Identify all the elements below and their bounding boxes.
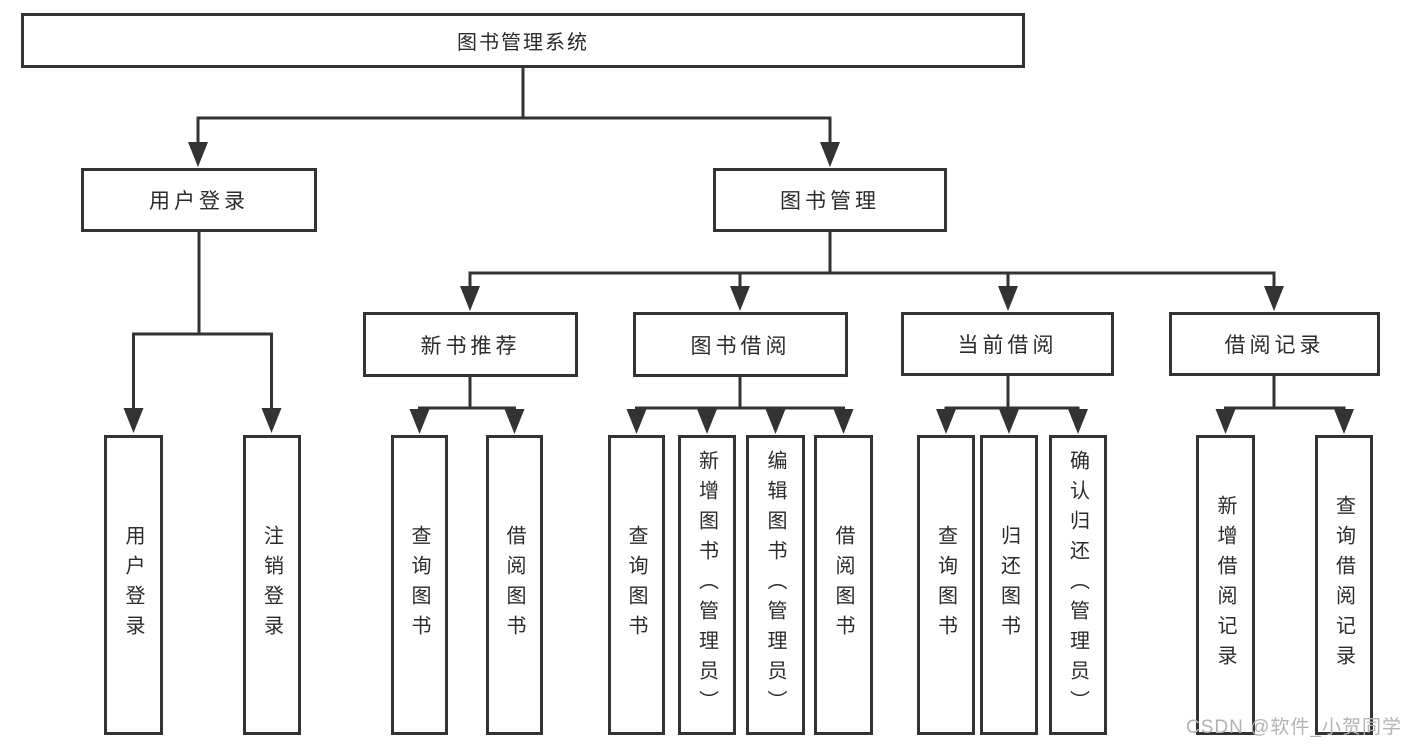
leaf-return-books: 归还图书 [980,435,1038,735]
node-current-borrowing: 当前借阅 [901,312,1114,376]
node-label: 图书管理系统 [457,32,589,54]
leaf-logout: 注销登录 [243,435,301,735]
leaf-confirm-return-admin: 确认归还（管理员） [1049,435,1107,735]
node-user-login: 用户登录 [81,168,317,232]
node-label: 用户登录 [149,190,249,213]
leaf-query-books-recommend: 查询图书 [391,435,448,735]
node-label: 借阅记录 [1224,334,1325,357]
node-label: 新增借阅记录 [1214,495,1236,675]
node-borrowing-records: 借阅记录 [1169,312,1380,376]
node-book-management-system: 图书管理系统 [21,13,1025,68]
node-label: 新书推荐 [420,334,521,358]
node-label: 新增图书（管理员） [695,450,718,720]
node-label: 注销登录 [260,525,283,645]
node-label: 图书借阅 [690,334,791,358]
node-label: 借阅图书 [832,525,854,645]
node-book-borrowing: 图书借阅 [633,312,848,377]
node-label: 编辑图书（管理员） [764,450,786,720]
leaf-borrow-books-recommend: 借阅图书 [486,435,543,735]
leaf-query-books-current: 查询图书 [917,435,975,735]
node-new-book-recommend: 新书推荐 [363,312,578,377]
node-label: 确认归还（管理员） [1066,450,1089,720]
leaf-user-login: 用户登录 [104,435,163,735]
leaf-borrow-books: 借阅图书 [814,435,873,735]
leaf-add-books-admin: 新增图书（管理员） [678,435,736,735]
node-book-management: 图书管理 [713,168,947,232]
node-label: 查询借阅记录 [1332,495,1355,675]
node-label: 借阅图书 [503,525,525,645]
node-label: 用户登录 [122,525,144,645]
leaf-query-books-borrow: 查询图书 [608,435,665,735]
node-label: 当前借阅 [957,334,1058,357]
leaf-edit-books-admin: 编辑图书（管理员） [746,435,805,735]
node-label: 图书管理 [780,190,880,213]
node-label: 归还图书 [997,525,1020,645]
node-label: 查询图书 [625,525,647,645]
node-label: 查询图书 [934,525,957,645]
leaf-query-borrow-record: 查询借阅记录 [1315,435,1373,735]
node-label: 查询图书 [408,525,430,645]
csdn-watermark: CSDN @软件_小贺同学 [1186,717,1402,738]
leaf-add-borrow-record: 新增借阅记录 [1196,435,1255,735]
